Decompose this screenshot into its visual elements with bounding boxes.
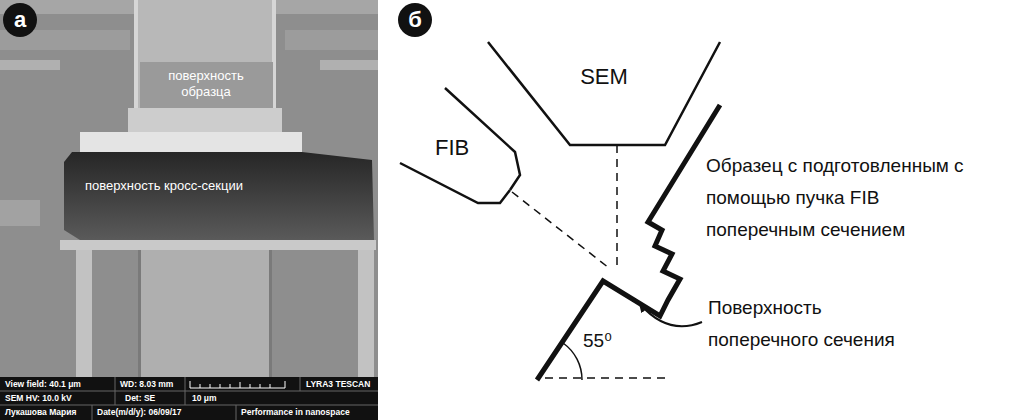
column-outline: [488, 42, 720, 145]
info-field: Det: SE: [125, 392, 155, 404]
info-field: View field: 40.1 μm: [5, 378, 81, 390]
scale-value: 10 μm: [192, 392, 217, 404]
panel-letter: а: [8, 5, 32, 35]
sem-column: SEM: [488, 42, 720, 145]
section-note: Поверхность поперечного сечения: [708, 292, 918, 356]
image-label: поверхность кросс-секции: [85, 178, 243, 194]
info-field: WD: 8.03 mm: [120, 378, 173, 390]
info-field: Лукашова Мария: [5, 406, 76, 418]
info-field: Performance in nanospace: [241, 406, 350, 418]
fib-column: FIB: [395, 85, 525, 210]
sample-note: Образец с подготовленным с помощью пучка…: [706, 150, 981, 246]
angle-value: 55⁰: [583, 330, 612, 352]
column-label: FIB: [435, 135, 485, 161]
info-field: SEM HV: 10.0 kV: [5, 392, 72, 404]
column-label: SEM: [558, 64, 650, 90]
info-field: Date(m/d/y): 06/09/17: [97, 406, 182, 418]
image-label: поверхность образца: [142, 68, 270, 100]
panel-letter: б: [403, 5, 427, 35]
info-field: LYRA3 TESCAN: [306, 378, 370, 390]
